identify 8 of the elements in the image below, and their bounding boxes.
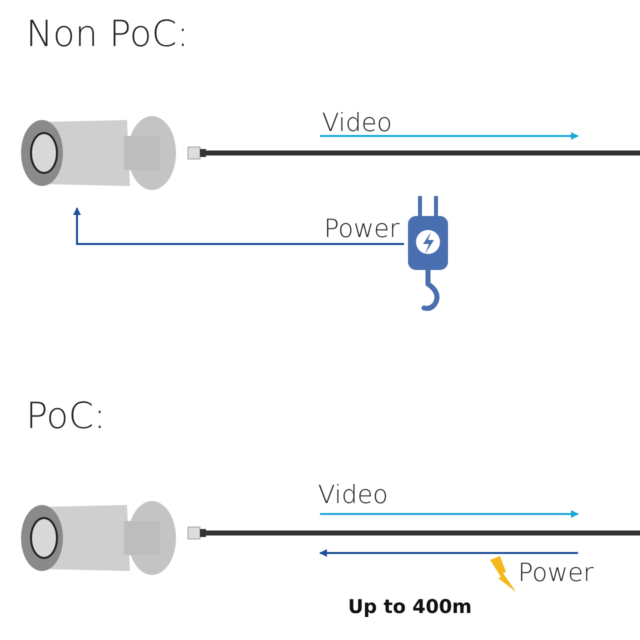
section-heading: PoC: xyxy=(26,396,106,437)
signal-label: Power xyxy=(518,558,594,587)
signal-label: Video xyxy=(322,108,392,137)
edge-label: Power xyxy=(324,214,400,243)
arrow xyxy=(73,207,404,245)
distance-label: Up to 400m xyxy=(348,596,472,618)
signal-label: Video xyxy=(318,480,388,509)
section-heading: Non PoC: xyxy=(26,14,189,55)
